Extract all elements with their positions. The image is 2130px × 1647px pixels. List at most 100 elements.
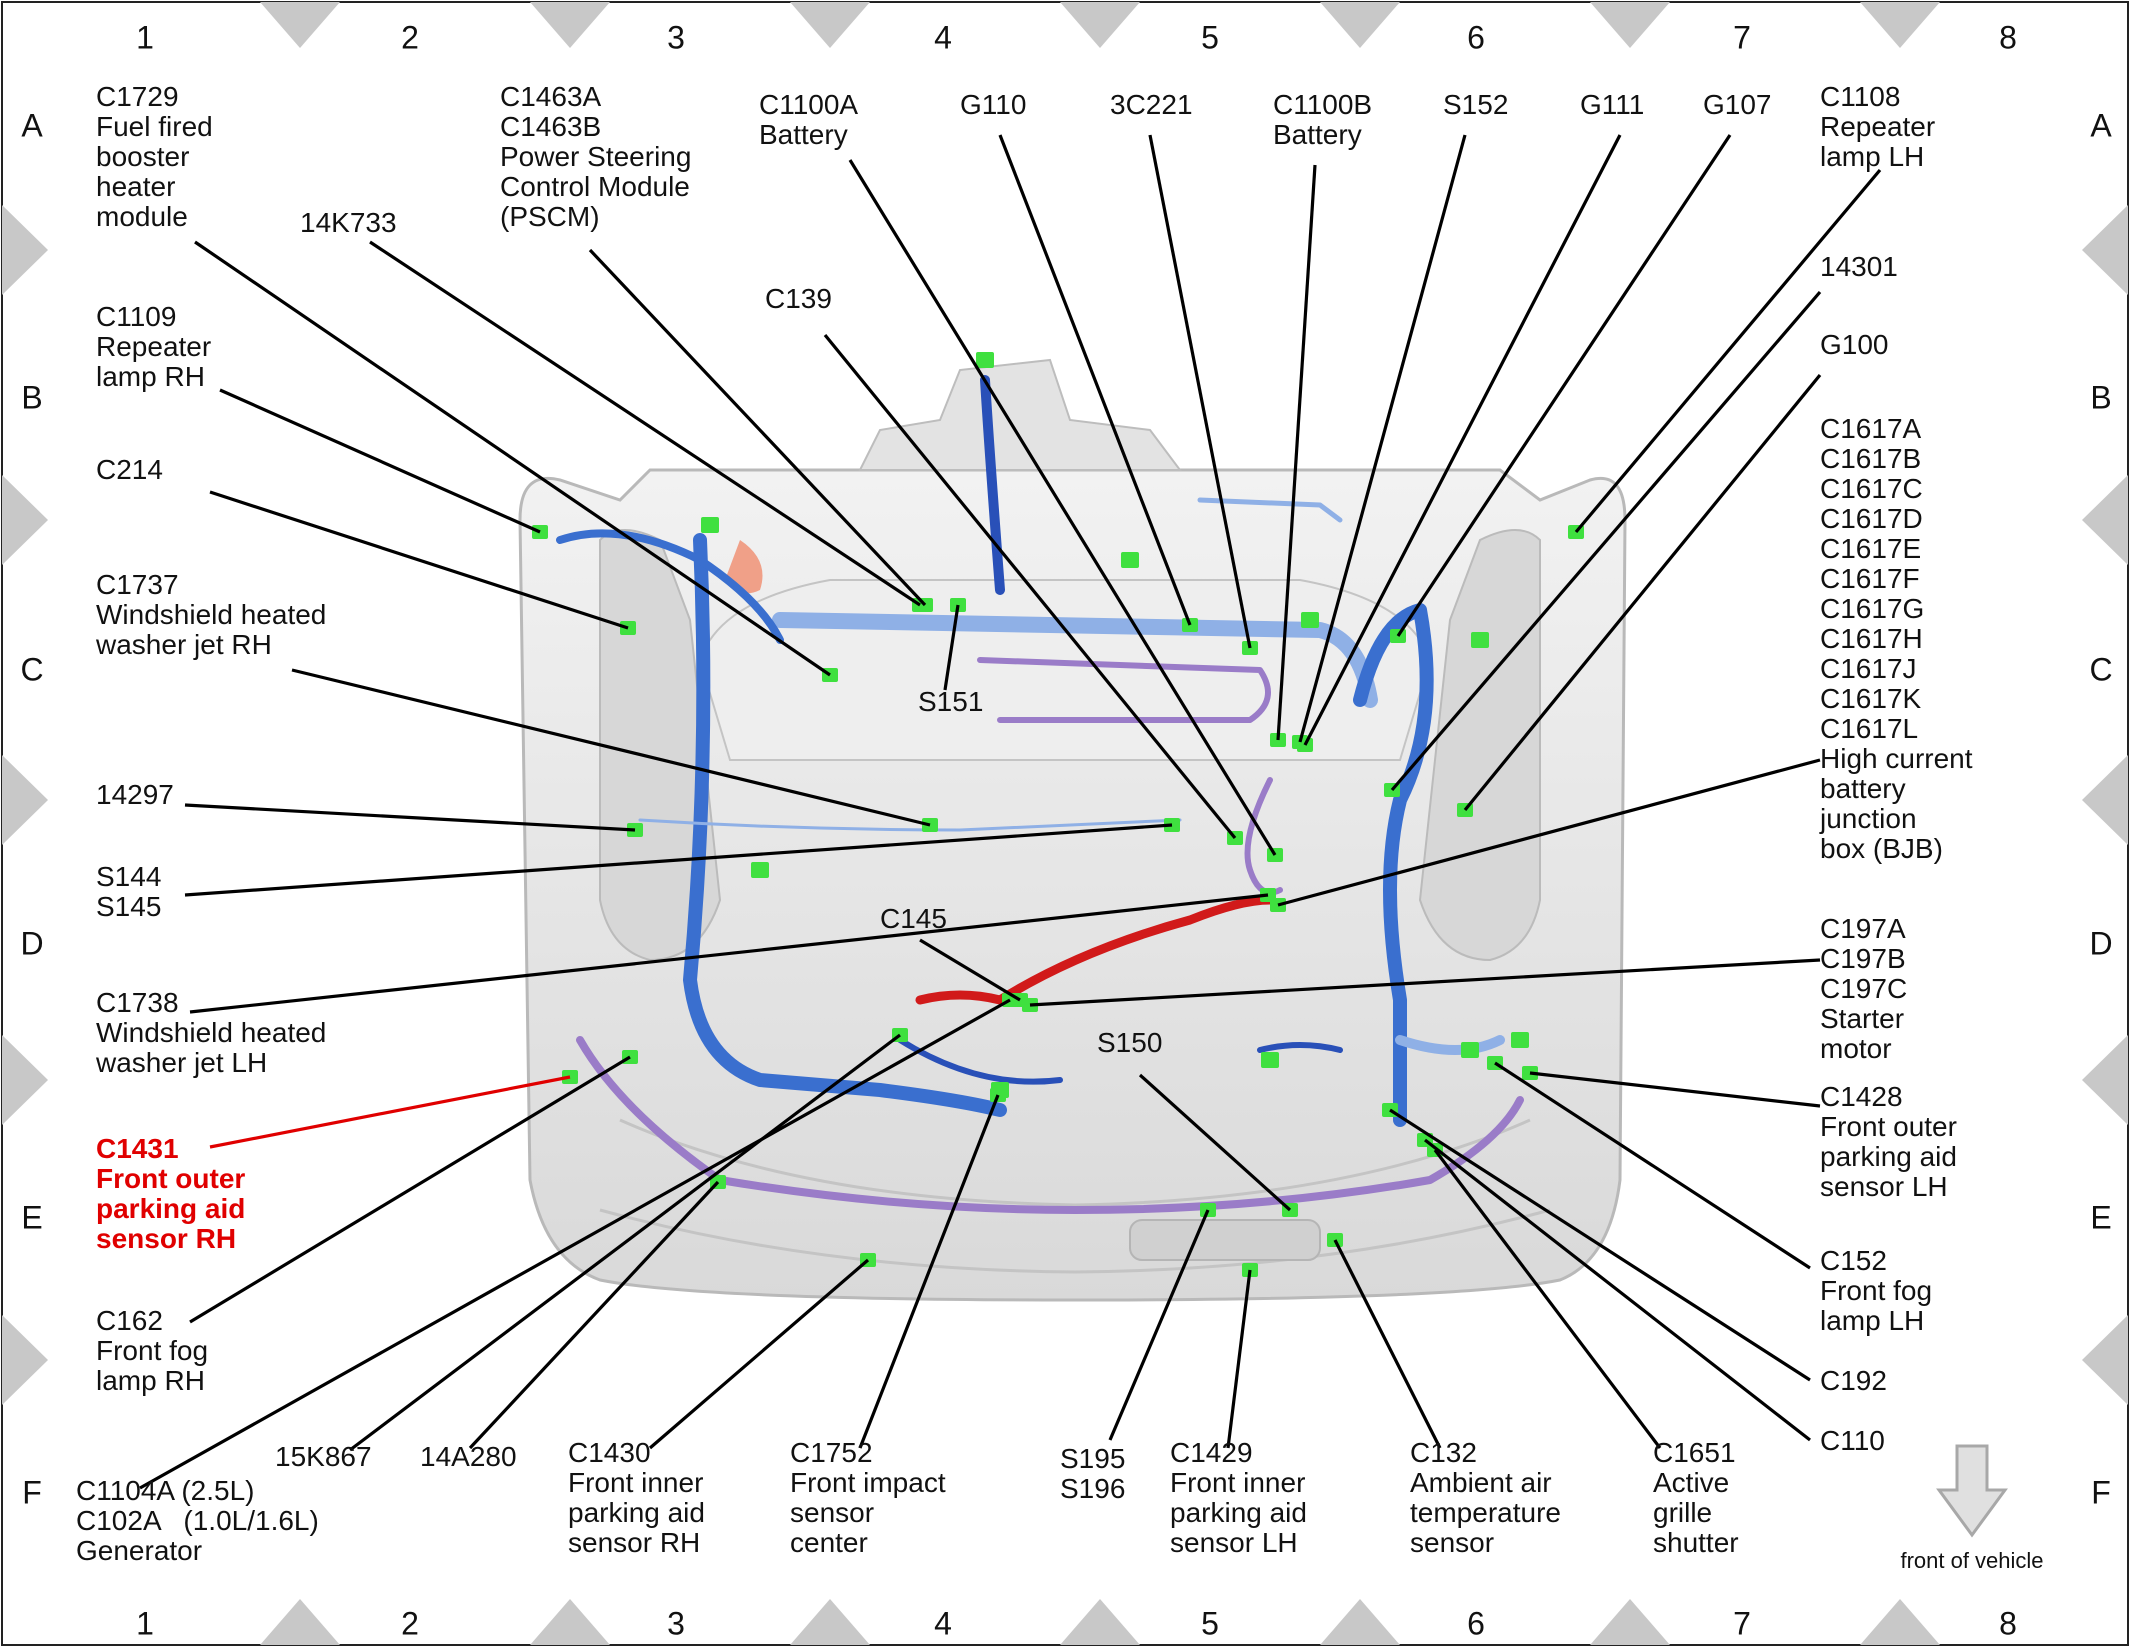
leader-line-c1428	[1529, 1071, 1821, 1108]
label-c132-line-1: C132	[1410, 1437, 1477, 1468]
leader-line-c1431	[209, 1075, 571, 1149]
label-c132-line-2: Ambient air	[1410, 1467, 1552, 1498]
grid-col-top-6: 6	[1467, 19, 1485, 55]
label-c1752-line-2: Front impact	[790, 1467, 946, 1498]
label-c1104-line-1: C1104A (2.5L)	[76, 1475, 255, 1506]
label-15k867-line-1: 15K867	[275, 1441, 372, 1472]
label-14297: 14297	[96, 779, 174, 810]
label-g107: G107	[1703, 89, 1772, 120]
label-s151-line-1: S151	[918, 686, 983, 717]
label-c1463-line-2: C1463B	[500, 111, 601, 142]
label-c1617-line-5: C1617E	[1820, 533, 1921, 564]
label-c1617-line-11: C1617L	[1820, 713, 1918, 744]
bottom-chevron-5	[1320, 1599, 1400, 1645]
connector-unlabeled-8	[991, 1082, 1009, 1098]
label-c1430-line-4: sensor RH	[568, 1527, 700, 1558]
connector-unlabeled-9	[1511, 1032, 1529, 1048]
grid-row-left-B: B	[21, 379, 42, 415]
grid-row-right-E: E	[2090, 1199, 2111, 1235]
grid-col-bottom-3: 3	[667, 1605, 685, 1641]
label-c1737-line-2: Windshield heated	[96, 599, 326, 630]
front-of-vehicle-label: front of vehicle	[1900, 1548, 2043, 1573]
label-c1104-line-2: C102A (1.0L/1.6L)	[76, 1505, 319, 1536]
label-c110-line-1: C110	[1820, 1425, 1885, 1456]
grid-col-top-2: 2	[401, 19, 419, 55]
label-c152-line-2: Front fog	[1820, 1275, 1932, 1306]
label-c162-line-1: C162	[96, 1305, 163, 1336]
grid-row-right-A: A	[2090, 107, 2112, 143]
label-14k733-line-1: 14K733	[300, 207, 397, 238]
label-c1108-line-2: Repeater	[1820, 111, 1935, 142]
label-c1109-line-1: C1109	[96, 301, 176, 332]
label-g107-line-1: G107	[1703, 89, 1772, 120]
leader-line-c1430	[648, 1258, 870, 1450]
label-14a280: 14A280	[420, 1441, 517, 1472]
leader-line-g111	[1303, 134, 1622, 746]
label-g111: G111	[1580, 89, 1644, 120]
bottom-chevron-6	[1590, 1599, 1670, 1645]
connector-unlabeled-6	[751, 862, 769, 878]
grid-col-top-7: 7	[1733, 19, 1751, 55]
label-c1430-line-2: Front inner	[568, 1467, 703, 1498]
top-chevron-7	[1860, 2, 1940, 48]
grid-row-left-A: A	[21, 107, 43, 143]
down-arrow-icon	[1936, 1444, 2008, 1538]
label-c1463-line-3: Power Steering	[500, 141, 691, 172]
label-c1738-line-3: washer jet LH	[95, 1047, 267, 1078]
leader-line-c152	[1494, 1061, 1811, 1270]
label-c162-line-3: lamp RH	[96, 1365, 205, 1396]
grid-row-right-D: D	[2089, 925, 2112, 961]
bottom-chevron-7	[1860, 1599, 1940, 1645]
leader-line-c1729	[194, 240, 831, 677]
leader-line-c1651	[1433, 1149, 1662, 1449]
leader-line-c1429	[1226, 1269, 1252, 1449]
leader-line-c1100b	[1276, 164, 1317, 741]
label-c1104: C1104A (2.5L)C102A (1.0L/1.6L)Generator	[76, 1475, 319, 1566]
label-c1429-line-4: sensor LH	[1170, 1527, 1298, 1558]
leader-line-c1109	[219, 388, 541, 534]
label-c1617-line-15: box (BJB)	[1820, 833, 1943, 864]
label-c1429-line-1: C1429	[1170, 1437, 1253, 1468]
label-c139-line-1: C139	[765, 283, 832, 314]
grid-col-top-1: 1	[136, 19, 154, 55]
label-g100: G100	[1820, 329, 1889, 360]
label-c1738-line-1: C1738	[96, 987, 179, 1018]
label-g110-line-1: G110	[960, 89, 1026, 120]
label-c1100a-line-2: Battery	[759, 119, 848, 150]
label-c1108-line-3: lamp LH	[1820, 141, 1924, 172]
connector-unlabeled-4	[1301, 612, 1319, 628]
label-c197-line-4: Starter	[1820, 1003, 1904, 1034]
connector-unlabeled-7	[1461, 1042, 1479, 1058]
leader-line-c132	[1333, 1239, 1442, 1449]
connector-unlabeled-3	[1121, 552, 1139, 568]
connector-unlabeled-10	[1261, 1052, 1279, 1068]
label-g100-line-1: G100	[1820, 329, 1889, 360]
label-s144-line-2: S145	[96, 891, 161, 922]
label-c1617-line-7: C1617G	[1820, 593, 1924, 624]
label-c1428-line-2: Front outer	[1820, 1111, 1957, 1142]
label-14301-line-1: 14301	[1820, 251, 1898, 282]
leader-line-g107	[1396, 134, 1732, 637]
leader-line-14297	[184, 803, 636, 832]
label-c1651-line-1: C1651	[1653, 1437, 1736, 1468]
label-c1729-line-1: C1729	[96, 81, 179, 112]
right-chevron-2	[2082, 475, 2128, 565]
grid-col-bottom-6: 6	[1467, 1605, 1485, 1641]
label-c1738-line-2: Windshield heated	[96, 1017, 326, 1048]
label-c1100b-line-1: C1100B	[1273, 89, 1372, 120]
